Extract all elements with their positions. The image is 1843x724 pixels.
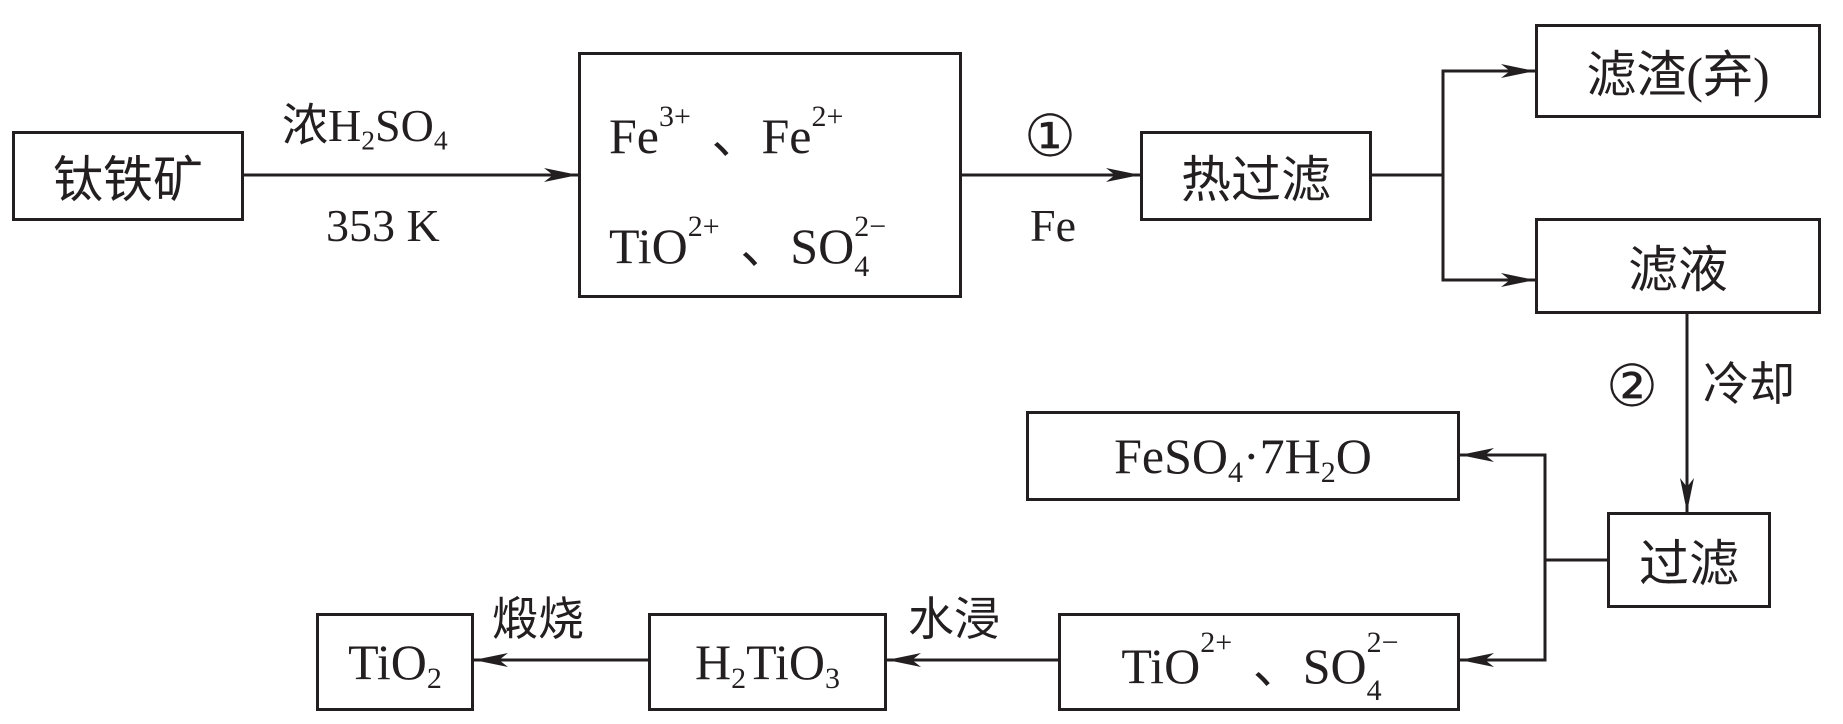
calcination-label: 煅烧: [492, 594, 584, 645]
hot-filtration-label: 热过滤: [1181, 152, 1331, 208]
h2tio3-formula: H2TiO3: [695, 634, 840, 695]
sulfate-ion: SO: [790, 218, 855, 274]
filtration-box: 过滤: [1607, 512, 1771, 608]
sulfate-subscript: 4: [854, 249, 870, 283]
h2tio3-box: H2TiO3: [648, 613, 887, 711]
step-2-marker: ②: [1606, 354, 1658, 419]
arrow-to-ferrous-sulfate: [1460, 448, 1547, 560]
arrow-to-residue: [1441, 64, 1535, 175]
water-leach-label: 水浸: [908, 594, 1000, 645]
filtrate-label: 滤液: [1628, 242, 1728, 298]
titanyl-charge: 2+: [687, 210, 720, 243]
hot-filtration-box: 热过滤: [1140, 131, 1372, 221]
residue-label: 滤渣(弃): [1586, 47, 1770, 103]
separator: 、: [740, 218, 791, 274]
titanyl-ion: TiO: [609, 218, 688, 274]
ferrous-sulfate-formula: FeSO4·7H2O: [1114, 428, 1372, 489]
fe3-ion: Fe: [609, 108, 659, 164]
fe3-charge: 3+: [659, 100, 691, 133]
sulfate-charge: 2−: [854, 210, 887, 243]
ilmenite-label: 钛铁矿: [53, 152, 203, 208]
arrow-to-solution2: [1460, 560, 1547, 667]
iron-reagent-label: Fe: [1030, 200, 1076, 251]
fe2-ion: Fe: [761, 108, 812, 164]
separator: 、: [711, 108, 762, 164]
tio2-box: TiO2: [316, 613, 474, 711]
arrow-to-filtrate: [1441, 175, 1535, 287]
filtration-label: 过滤: [1639, 536, 1739, 592]
ferrous-sulfate-box: FeSO4·7H2O: [1026, 411, 1460, 501]
tio2-formula: TiO2: [348, 634, 442, 695]
filtrate-box: 滤液: [1535, 218, 1821, 314]
temperature-label: 353 K: [326, 200, 440, 251]
acid-reagent-label: 浓H2SO4: [282, 100, 448, 156]
residue-box: 滤渣(弃): [1535, 24, 1821, 118]
fe2-charge: 2+: [811, 100, 844, 133]
step-1-marker: ①: [1024, 104, 1076, 169]
ilmenite-box: 钛铁矿: [12, 131, 244, 221]
cooling-label: 冷却: [1703, 359, 1795, 410]
